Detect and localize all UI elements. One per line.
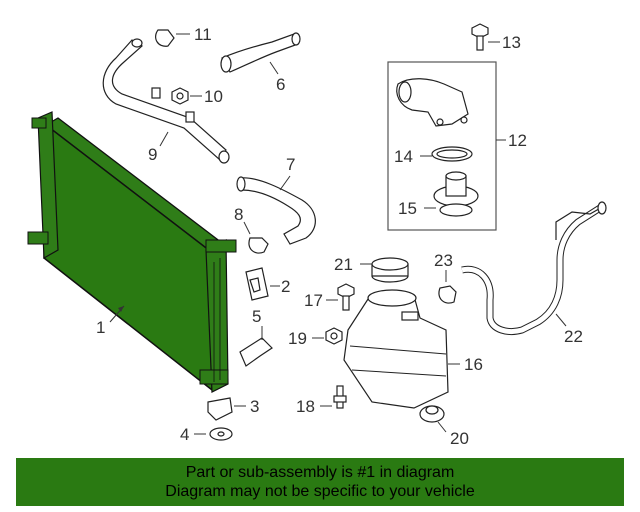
leader-9 [159, 131, 169, 147]
info-banner: Part or sub-assembly is #1 in diagram Di… [16, 458, 624, 506]
callout-12: 12 [508, 131, 527, 150]
callout-21: 21 [334, 255, 353, 274]
callout-16: 16 [464, 355, 483, 374]
callout-15: 15 [398, 199, 417, 218]
callout-8: 8 [234, 205, 243, 224]
clamp-part-23[interactable] [438, 285, 457, 304]
leader-6 [269, 61, 279, 75]
thermostat-housing-group-12[interactable] [387, 61, 497, 231]
callout-4: 4 [180, 425, 189, 444]
callout-9: 9 [148, 145, 157, 164]
callout-14: 14 [394, 147, 413, 166]
callout-6: 6 [276, 75, 285, 94]
banner-line-1: Part or sub-assembly is #1 in diagram [185, 464, 455, 481]
leader-7 [279, 175, 291, 191]
leader-8 [243, 221, 251, 235]
bracket-part-5[interactable] [239, 337, 273, 367]
callout-10: 10 [204, 87, 223, 106]
clamp-part-8[interactable] [248, 237, 269, 254]
callout-22: 22 [564, 327, 583, 346]
callout-23: 23 [434, 251, 453, 270]
leader-20 [437, 421, 447, 433]
bolt-part-13[interactable] [471, 23, 489, 51]
pipe-part-9[interactable] [102, 38, 230, 164]
hose-part-22[interactable] [461, 201, 607, 335]
gasket-part-14[interactable] [431, 146, 473, 162]
leader-1-arrow [118, 306, 124, 312]
banner-line-2: Diagram may not be specific to your vehi… [165, 483, 475, 500]
thermostat-part-15[interactable] [433, 171, 479, 217]
reservoir-part-16[interactable] [343, 289, 449, 409]
stud-part-18[interactable] [333, 385, 347, 409]
callout-7: 7 [286, 155, 295, 174]
clamp-part-11[interactable] [155, 29, 175, 47]
callout-20: 20 [450, 429, 469, 448]
bracket-part-3[interactable] [207, 397, 233, 421]
callout-3: 3 [250, 397, 259, 416]
callout-1: 1 [96, 318, 105, 337]
washer-part-4[interactable] [209, 427, 233, 441]
callout-19: 19 [288, 329, 307, 348]
callout-13: 13 [502, 33, 521, 52]
hose-part-7[interactable] [236, 176, 316, 245]
nut-part-19[interactable] [325, 327, 343, 345]
callout-2: 2 [281, 277, 290, 296]
callout-11: 11 [194, 25, 212, 44]
hose-part-6[interactable] [220, 32, 301, 73]
grommet-part-20[interactable] [419, 405, 445, 423]
bolt-part-17[interactable] [337, 283, 355, 311]
nut-part-10[interactable] [171, 87, 189, 105]
leader-22 [555, 313, 567, 327]
parts-diagram: 1 2 3 4 5 6 7 8 [27, 23, 607, 448]
callout-5: 5 [252, 307, 261, 326]
cap-part-21[interactable] [371, 257, 409, 283]
bracket-part-2[interactable] [245, 267, 269, 301]
callout-17: 17 [304, 291, 323, 310]
radiator-part-1[interactable] [27, 111, 237, 393]
callout-18: 18 [296, 397, 315, 416]
